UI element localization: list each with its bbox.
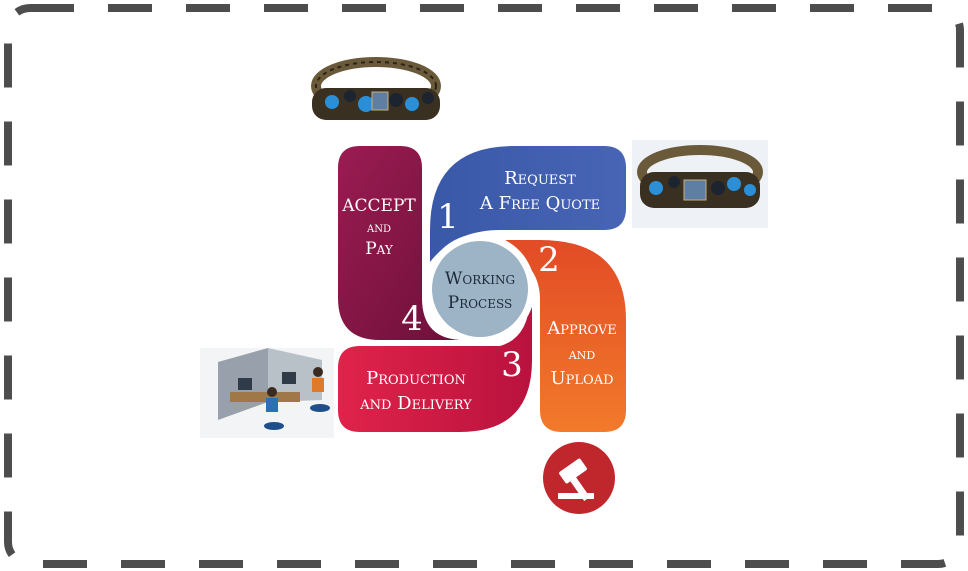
step-3-label-line2: and Delivery [359,393,472,414]
step-3-shape [338,300,532,432]
step-4-label-line2: and [366,220,391,236]
center-title-line1: Working [445,269,515,289]
step-4-shape [338,146,464,340]
step-3-label-line1: Production [366,368,466,389]
gavel-icon [543,442,615,514]
center-title-line2: Process [448,293,512,313]
office-workers-icon [200,348,334,438]
step-1-label-line1: Request [504,168,576,189]
step-2-label-line2: and [568,345,596,363]
step-4-label-line1: ACCEPT [341,196,416,216]
bracelet-icon [311,57,441,120]
step-4-label-line3: Pay [365,239,394,259]
step-2-label-line3: Upload [550,368,613,389]
step-2-number: 2 [538,240,560,280]
step-1-number: 1 [437,197,459,237]
bracelet-icon [632,140,768,228]
step-1-label-line2: A Free Quote [479,193,600,214]
step-2-label-line1: Approve [546,318,617,339]
step-3-number: 3 [501,345,523,385]
step-2-shape [500,240,626,432]
step-4-number: 4 [401,299,423,339]
dashed-border [4,4,964,568]
step-1-shape [430,146,626,262]
